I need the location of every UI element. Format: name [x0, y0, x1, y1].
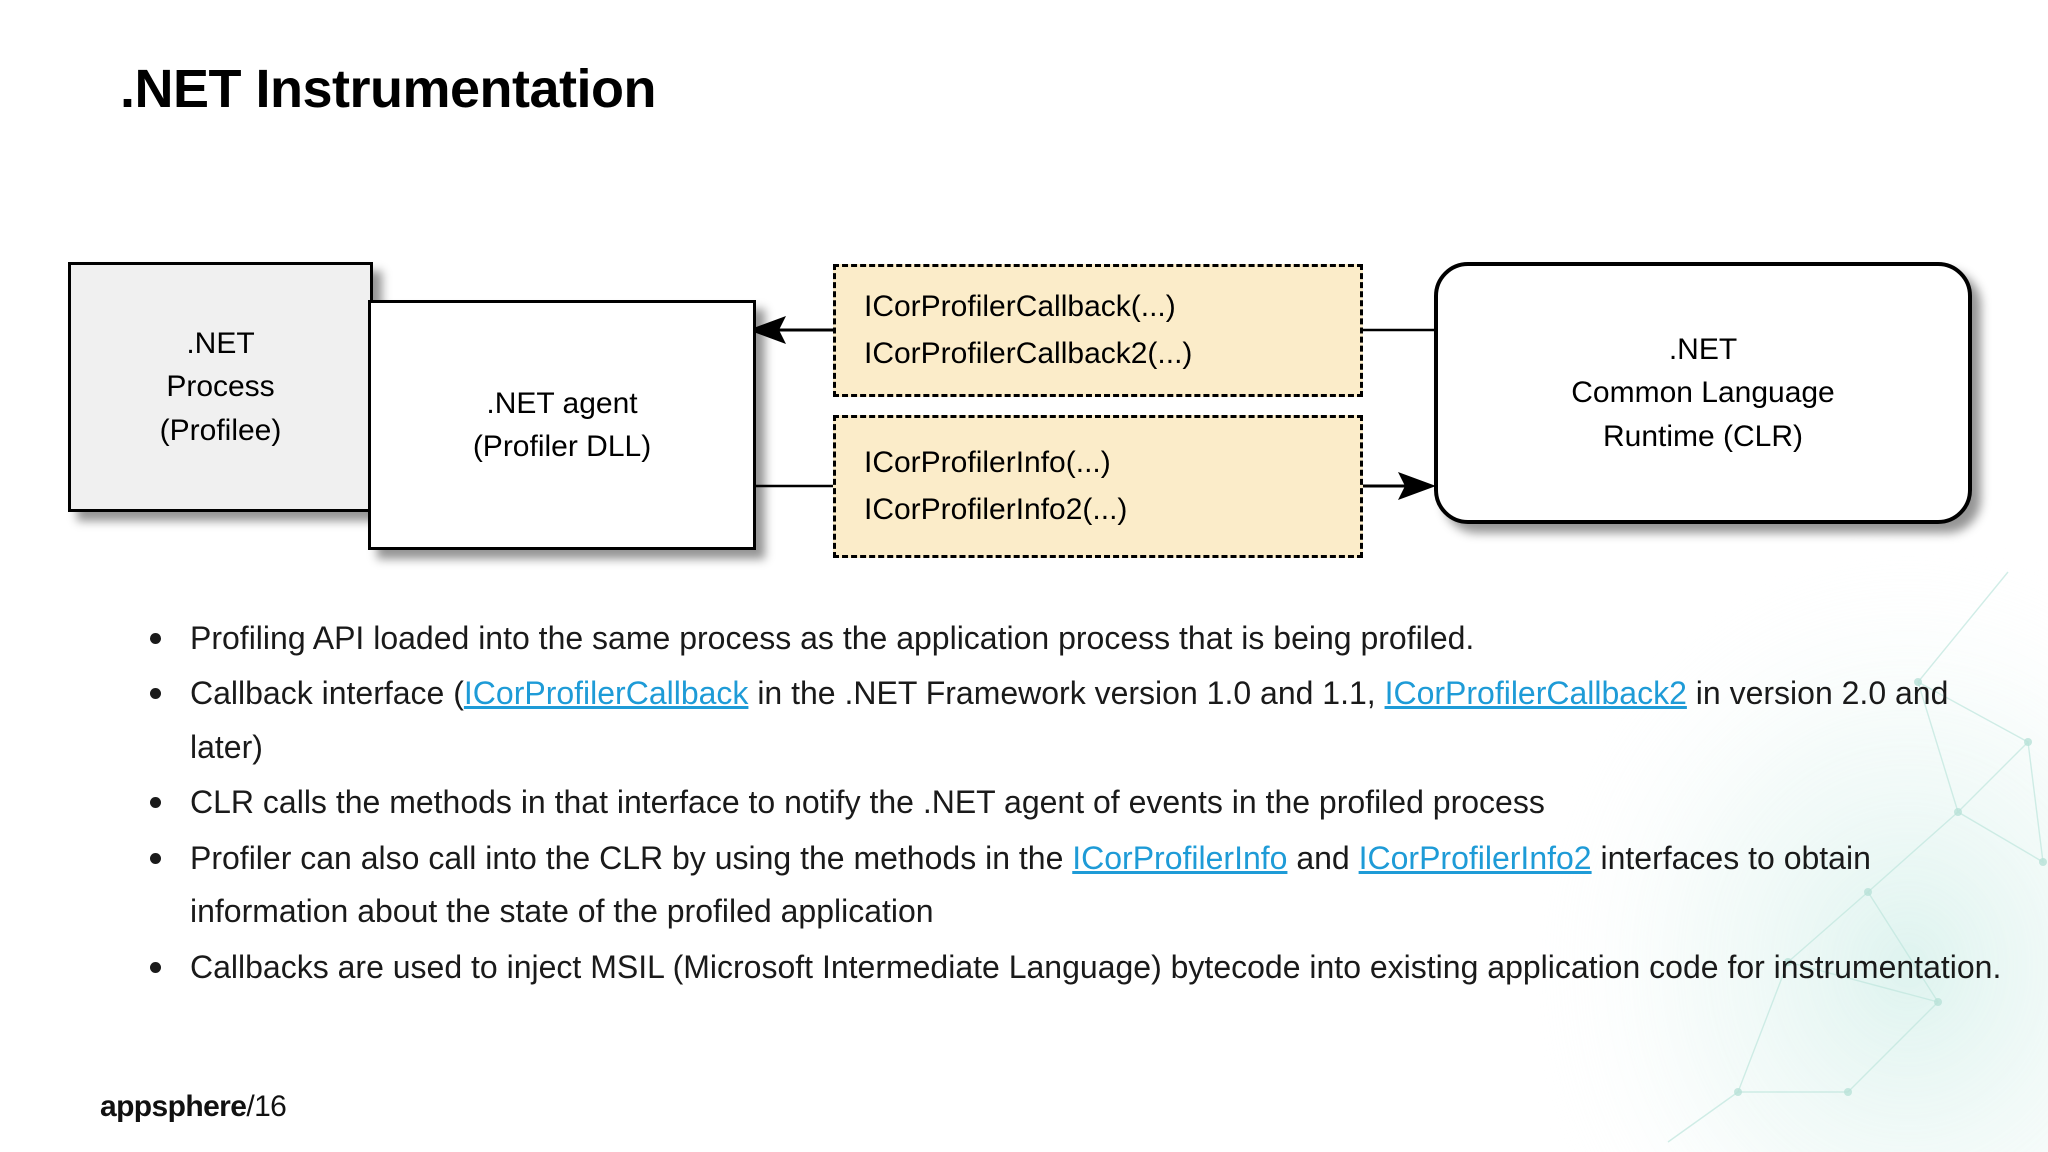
info-line-2: ICorProfilerInfo2(...)	[864, 492, 1128, 526]
bullet-text: Profiler can also call into the CLR by u…	[190, 839, 1073, 876]
bullet-text: interfaces to obtain information about t…	[190, 839, 1871, 930]
bullet-text: Callback interface (	[190, 675, 464, 712]
list-item: Callbacks are used to inject MSIL (Micro…	[128, 941, 2008, 994]
diagram-box-icorprofilerinfo: ICorProfilerInfo(...) ICorProfilerInfo2(…	[833, 415, 1363, 558]
clr-line-3: Runtime (CLR)	[1602, 419, 1804, 453]
bullet-list: Profiling API loaded into the same proce…	[128, 612, 2008, 996]
bullet-text: Callbacks are used to inject MSIL (Micro…	[190, 948, 2002, 985]
callback-line-1: ICorProfilerCallback(...)	[864, 290, 1176, 323]
callback-line-2: ICorProfilerCallback2(...)	[864, 336, 1193, 370]
bullet-text: and	[1287, 839, 1359, 876]
bullet-link[interactable]: ICorProfilerCallback	[463, 675, 749, 712]
page-title: .NET Instrumentation	[120, 59, 657, 119]
instrumentation-diagram: .NET Process (Profilee) .NET agent (Prof…	[0, 240, 2048, 570]
bullet-link[interactable]: ICorProfilerInfo2	[1358, 839, 1592, 876]
bullet-text: in version 2.0 and later)	[190, 675, 1949, 765]
diagram-connectors	[748, 316, 1436, 500]
process-line-1: .NET	[186, 326, 255, 360]
agent-line-2: (Profiler DLL)	[472, 430, 652, 463]
diagram-box-clr: .NET Common Language Runtime (CLR)	[1434, 262, 1972, 524]
footer-brand: appsphere	[100, 1090, 247, 1123]
bullet-text: in the .NET Framework version 1.0 and 1.…	[748, 675, 1385, 712]
diagram-box-icorprofilercallback: ICorProfilerCallback(...) ICorProfilerCa…	[833, 264, 1363, 397]
info-line-1: ICorProfilerInfo(...)	[864, 446, 1111, 479]
process-line-2: Process	[166, 370, 275, 404]
footer: appsphere/16	[100, 1090, 287, 1124]
list-item: Profiler can also call into the CLR by u…	[128, 832, 2008, 939]
bullet-link[interactable]: ICorProfilerCallback2	[1384, 675, 1687, 712]
footer-page: /16	[246, 1090, 287, 1123]
clr-line-2: Common Language	[1571, 376, 1835, 410]
list-item: Callback interface (ICorProfilerCallback…	[128, 667, 2008, 774]
diagram-box-dotnet-process: .NET Process (Profilee)	[68, 262, 373, 512]
agent-line-1: .NET agent	[486, 386, 638, 420]
clr-line-1: .NET	[1668, 332, 1738, 366]
list-item: Profiling API loaded into the same proce…	[128, 612, 2008, 665]
bullet-link[interactable]: ICorProfilerInfo	[1072, 839, 1288, 876]
diagram-box-dotnet-agent: .NET agent (Profiler DLL)	[368, 300, 756, 550]
list-item: CLR calls the methods in that interface …	[128, 776, 2008, 829]
bullet-text: Profiling API loaded into the same proce…	[190, 620, 1475, 656]
bullet-text: CLR calls the methods in that interface …	[190, 784, 1545, 821]
process-line-3: (Profilee)	[159, 413, 282, 447]
